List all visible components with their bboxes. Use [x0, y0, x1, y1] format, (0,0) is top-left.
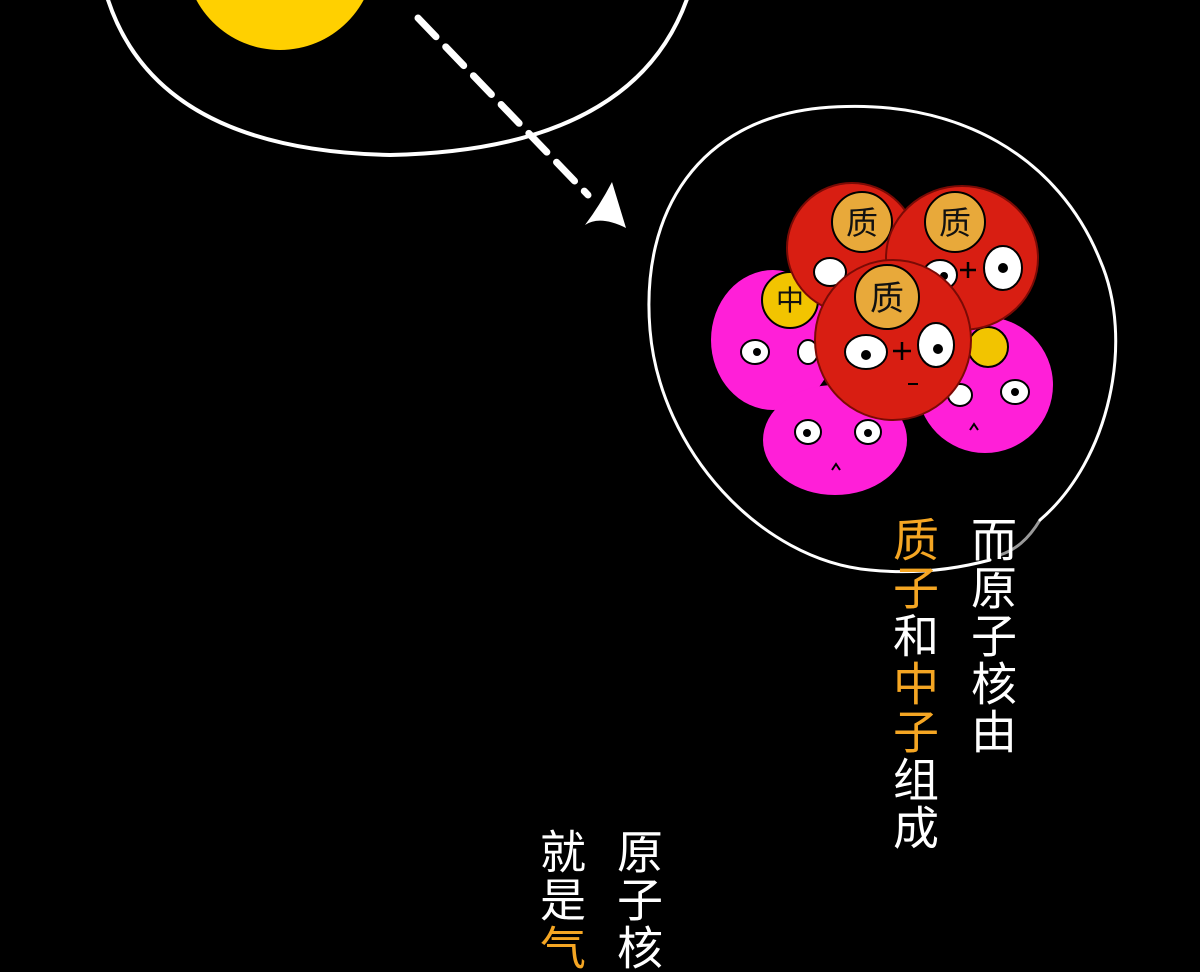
- caption-2-line-1: 原子核: [610, 828, 664, 972]
- proton-term: 质子: [886, 516, 940, 612]
- zoom-arrow: [414, 14, 626, 228]
- neutron-badge-label: 中: [776, 284, 804, 317]
- neutron-term: 中子: [886, 660, 940, 756]
- atom-core: [196, 0, 364, 50]
- caption-text: 组成: [886, 756, 940, 852]
- highlight-term: 气: [533, 924, 587, 972]
- nucleus-zoom-outline: [647, 104, 1118, 574]
- caption-text: 和: [886, 612, 940, 660]
- atom-outline: [106, 0, 689, 158]
- proton-badge-label: 质: [939, 204, 971, 242]
- caption-2-line-2: 就是气: [533, 828, 587, 972]
- proton-badge-label: 质: [870, 279, 904, 319]
- caption-text: 而原子核由: [964, 516, 1018, 756]
- atom-overview: [106, 0, 689, 158]
- caption-line-2: 质子和中子组成: [886, 516, 940, 852]
- nucleus-cluster: 中 质 质: [711, 182, 1053, 495]
- proton-badge-label: 质: [846, 204, 878, 242]
- arrow-head-icon: [585, 182, 626, 228]
- illustration-canvas: 中 质 质: [106, 0, 1118, 574]
- proton-particle: 质: [814, 259, 972, 421]
- caption-text: 原子核: [610, 828, 664, 972]
- caption-text: 就是: [533, 828, 587, 924]
- caption-line-1: 而原子核由: [964, 516, 1018, 756]
